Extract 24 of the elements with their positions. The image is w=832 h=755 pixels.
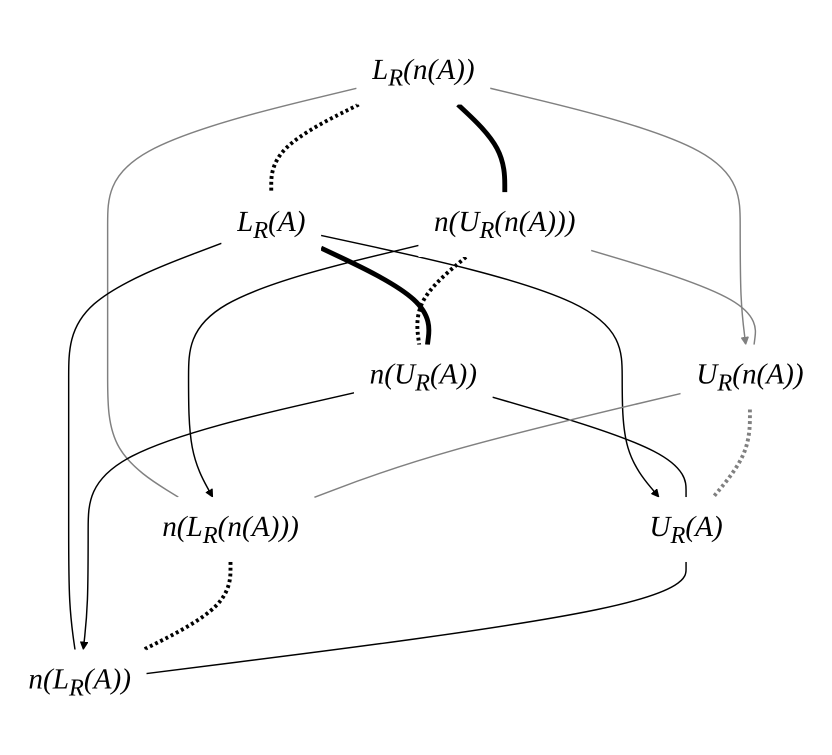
connector bbox=[68, 243, 222, 650]
connector bbox=[712, 410, 752, 499]
connector bbox=[456, 103, 508, 193]
node-text: n(U$_{R}$(n(A))) bbox=[434, 206, 576, 244]
connector bbox=[142, 562, 232, 652]
node-text: n(L$_{R}$(n(A))) bbox=[162, 511, 299, 550]
connector bbox=[106, 88, 357, 498]
connector bbox=[590, 250, 756, 346]
connector bbox=[269, 103, 360, 193]
node-text: n(U$_{R}$(A)) bbox=[370, 358, 477, 397]
node-text: L$_{R}$(A) bbox=[237, 206, 306, 244]
arrow bbox=[188, 245, 419, 498]
arrow bbox=[80, 392, 354, 650]
connector bbox=[415, 256, 468, 346]
node-text: L$_{R}$(n(A)) bbox=[372, 54, 475, 92]
node-text: n(L$_{R}$(A)) bbox=[28, 664, 131, 702]
arrow bbox=[490, 88, 750, 346]
connector bbox=[146, 562, 687, 675]
node-text: U$_{R}$(A) bbox=[649, 511, 723, 550]
arrow bbox=[320, 235, 660, 498]
node-text: U$_{R}$(n(A)) bbox=[696, 358, 804, 397]
connector bbox=[492, 396, 687, 498]
connector bbox=[314, 393, 681, 498]
connector bbox=[320, 246, 432, 346]
